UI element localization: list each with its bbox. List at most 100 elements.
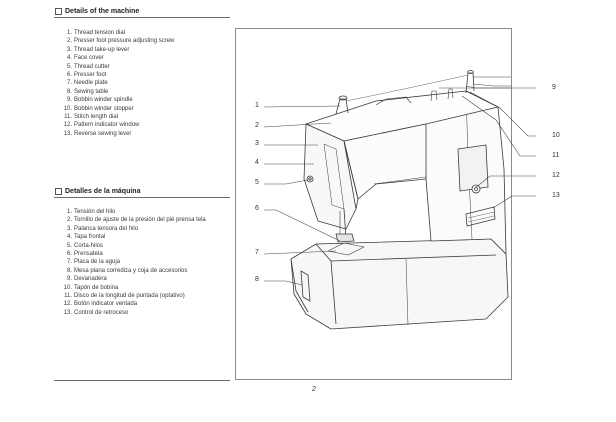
item-number: 9.	[66, 97, 72, 104]
english-part-item: 8.Sewing table	[58, 88, 228, 96]
callout-7: 7	[255, 249, 259, 256]
english-part-item: 12.Pattern indicator window	[58, 121, 228, 129]
sewing-machine-illustration	[263, 70, 511, 330]
item-text: Control de retroceso	[74, 309, 129, 316]
item-number: 5.	[66, 242, 72, 249]
bottom-rule	[54, 380, 230, 381]
spanish-part-item: 6.Prensatela	[58, 250, 228, 258]
item-text: Mesa plana corrediza y coja de accesorio…	[74, 267, 188, 274]
english-part-item: 9.Bobbin winder spindle	[58, 96, 228, 104]
item-number: 2.	[66, 217, 72, 224]
item-number: 9.	[66, 276, 72, 283]
item-number: 10.	[63, 284, 72, 291]
spanish-part-item: 10.Tapón de bobina	[58, 284, 228, 292]
spanish-part-item: 9.Devanadera	[58, 275, 228, 283]
spanish-part-item: 4.Tapa frontal	[58, 233, 228, 241]
checkbox-square-icon	[55, 188, 62, 195]
item-text: Reverse sewing lever	[74, 130, 132, 137]
item-text: Botón indicator ventada	[74, 301, 138, 308]
item-text: Devanadera	[74, 276, 107, 283]
item-text: Thread take-up lever	[74, 46, 130, 53]
item-number: 1.	[66, 30, 72, 36]
item-number: 12.	[63, 122, 72, 129]
item-text: Needle plate	[74, 80, 108, 87]
spanish-section-heading: Detalles de la máquina	[54, 188, 230, 198]
item-text: Tornillo de ajuste de la presión del pié…	[74, 217, 206, 224]
callout-3: 3	[255, 140, 259, 147]
callout-4: 4	[255, 159, 259, 166]
spanish-part-item: 5.Corta-hilos	[58, 242, 228, 250]
item-text: Thread tension dial	[74, 30, 126, 36]
english-part-item: 13.Reverse sewing lever	[58, 130, 228, 138]
english-part-item: 1.Thread tension dial	[58, 29, 228, 37]
item-number: 13.	[63, 309, 72, 316]
item-number: 2.	[66, 38, 72, 45]
callout-11: 11	[552, 152, 560, 159]
item-number: 6.	[66, 251, 72, 258]
english-part-item: 2.Presser foot pressure adjusting screw	[58, 37, 228, 45]
item-text: Tapa frontal	[74, 234, 106, 241]
item-number: 6.	[66, 72, 72, 79]
spanish-part-item: 12.Botón indicator ventada	[58, 300, 228, 308]
item-number: 4.	[66, 55, 72, 62]
item-text: Bobbin winder stopper	[74, 105, 134, 112]
callout-2: 2	[255, 122, 259, 129]
spanish-part-item: 13.Control de retroceso	[58, 309, 228, 317]
english-part-item: 7.Needle plate	[58, 79, 228, 87]
callout-1: 1	[255, 102, 259, 109]
english-section-heading: Details of the machine	[54, 8, 230, 18]
item-number: 7.	[66, 80, 72, 87]
item-number: 8.	[66, 267, 72, 274]
item-text: Prensatela	[74, 251, 103, 258]
item-text: Sewing table	[74, 88, 109, 95]
item-number: 11.	[64, 114, 72, 121]
item-number: 7.	[66, 259, 72, 266]
spanish-part-item: 7.Placa de la aguja	[58, 258, 228, 266]
page-number: 2	[312, 386, 316, 393]
callout-6: 6	[255, 205, 259, 212]
item-number: 4.	[66, 234, 72, 241]
item-number: 11.	[64, 293, 72, 300]
item-text: Stitch length dial	[74, 114, 119, 121]
spanish-part-item: 8.Mesa plana corrediza y coja de accesor…	[58, 267, 228, 275]
item-text: Bobbin winder spindle	[74, 97, 133, 104]
spanish-part-item: 11.Disco de la longitud de puntada (opta…	[58, 292, 228, 300]
checkbox-square-icon	[55, 8, 62, 15]
item-number: 5.	[66, 63, 72, 70]
item-text: Placa de la aguja	[74, 259, 121, 266]
item-text: Tapón de bobina	[74, 284, 119, 291]
english-part-item: 3.Thread take-up lever	[58, 46, 228, 54]
callout-8: 8	[255, 276, 259, 283]
item-number: 1.	[66, 209, 72, 215]
spanish-part-item: 2.Tornillo de ajuste de la presión del p…	[58, 216, 228, 224]
item-text: Disco de la longitud de puntada (optativ…	[74, 293, 185, 300]
item-text: Thread cutter	[74, 63, 110, 70]
callout-13: 13	[552, 192, 560, 199]
item-text: Corta-hilos	[74, 242, 104, 249]
english-part-item: 10.Bobbin winder stopper	[58, 105, 228, 113]
callout-9: 9	[552, 84, 556, 91]
item-number: 3.	[66, 46, 72, 53]
spanish-part-item: 1.Tensión del hilo	[58, 208, 228, 216]
english-part-item: 4.Face cover	[58, 54, 228, 62]
item-text: Palanca tensora del hilo	[74, 225, 139, 232]
english-part-item: 6.Presser foot	[58, 71, 228, 79]
callout-10: 10	[552, 132, 560, 139]
spanish-heading-text: Detalles de la máquina	[65, 188, 141, 195]
item-number: 12.	[63, 301, 72, 308]
item-text: Face cover	[74, 55, 104, 62]
item-number: 3.	[66, 225, 72, 232]
callout-12: 12	[552, 172, 560, 179]
english-heading-text: Details of the machine	[65, 8, 140, 15]
item-text: Presser foot pressure adjusting screw	[74, 38, 175, 45]
item-number: 8.	[66, 88, 72, 95]
spanish-part-item: 3.Palanca tensora del hilo	[58, 225, 228, 233]
english-part-item: 11.Stitch length dial	[58, 113, 228, 121]
english-part-item: 5.Thread cutter	[58, 63, 228, 71]
item-text: Presser foot	[74, 72, 107, 79]
item-number: 10.	[63, 105, 72, 112]
